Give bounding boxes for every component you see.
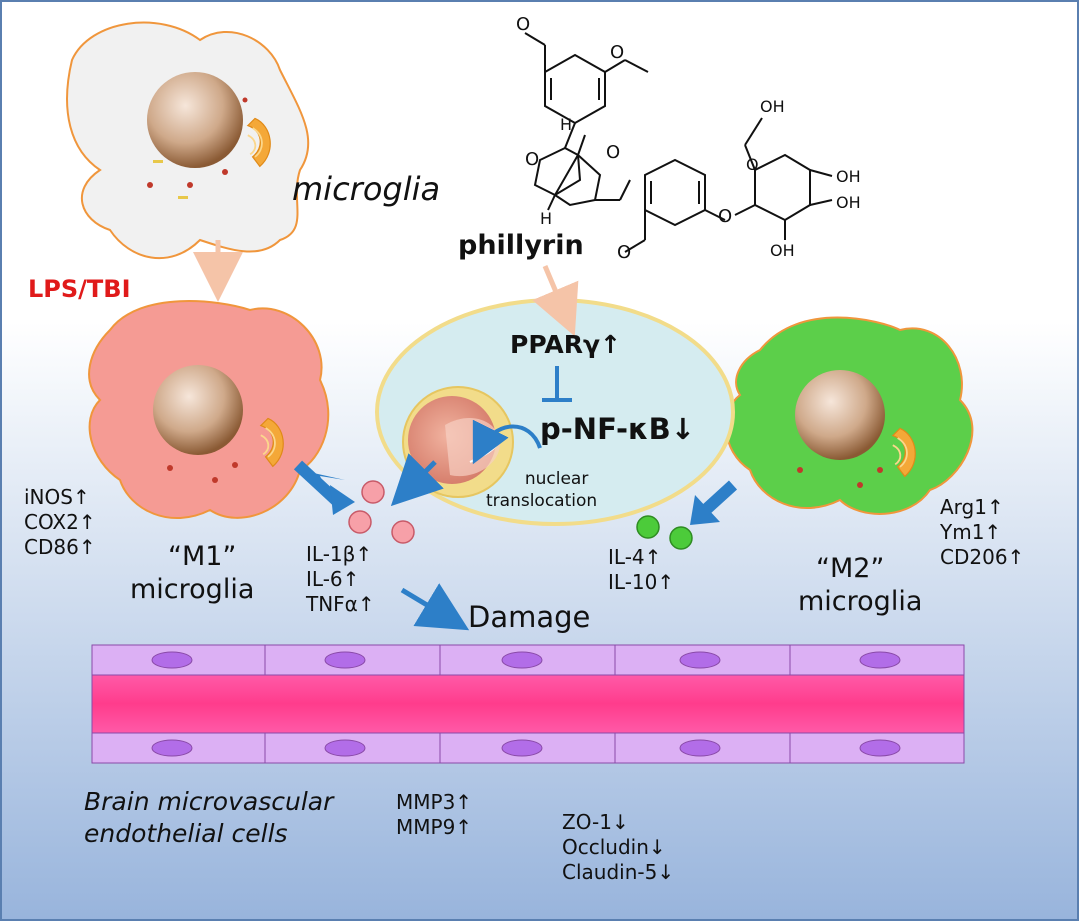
m2-title: “M2” microglia	[798, 552, 922, 618]
microglia-label: microglia	[292, 170, 441, 208]
m2-marker-list: Arg1↑ Ym1↑ CD206↑	[940, 495, 1024, 570]
nucleus-icon	[153, 365, 243, 455]
nucleus-icon	[147, 72, 243, 168]
phillyrin-label: phillyrin	[458, 230, 584, 261]
m1-cytokine: IL-1β↑	[306, 542, 373, 566]
svg-text:OH: OH	[760, 97, 785, 116]
svg-text:OH: OH	[836, 193, 861, 212]
endothelial-line-2: endothelial cells	[84, 819, 288, 848]
m1-cytokine: TNFα↑	[306, 592, 375, 616]
m2-marker: CD206↑	[940, 545, 1025, 569]
svg-text:O: O	[746, 155, 759, 174]
tight-junction-list: ZO-1↓ Occludin↓ Claudin-5↓	[562, 810, 674, 885]
svg-text:OH: OH	[770, 241, 795, 260]
svg-text:OH: OH	[836, 167, 861, 186]
m2-cytokine: IL-10↑	[608, 570, 675, 594]
endothelial-nuclei	[151, 651, 901, 757]
structure-letters: O O O O O O O H H OH OH OH OH OH	[516, 14, 861, 263]
blood-vessel	[91, 644, 965, 764]
p-nf-kb-label: p-NF-κB↓	[540, 412, 696, 446]
phillyrin-arrow	[532, 265, 579, 337]
m2-microglia-cell	[725, 316, 974, 515]
tight-junction-item: ZO-1↓	[562, 810, 629, 834]
m2-cytokine-list: IL-4↑ IL-10↑	[608, 545, 674, 595]
nucleus-icon	[795, 370, 885, 460]
m2-label: “M2”	[815, 553, 885, 584]
svg-text:O: O	[606, 142, 620, 163]
m1-cytokine-list: IL-1β↑ IL-6↑ TNFα↑	[306, 542, 375, 617]
phillyrin-structure	[524, 32, 833, 253]
m1-marker: COX2↑	[24, 510, 96, 534]
tight-junction-item: Occludin↓	[562, 835, 666, 859]
svg-text:H: H	[560, 115, 572, 134]
translocation-label: translocation	[486, 491, 598, 511]
m1-cytokine-dots	[348, 480, 415, 544]
resting-microglia-cell	[66, 21, 310, 259]
svg-text:O: O	[610, 42, 624, 63]
m2-microglia-label: microglia	[798, 586, 923, 617]
mmp-list: MMP3↑ MMP9↑	[396, 790, 472, 840]
tight-junction-item: Claudin-5↓	[562, 860, 675, 884]
endothelial-line-1: Brain microvascular	[84, 787, 334, 816]
m2-marker: Ym1↑	[940, 520, 1002, 544]
pparg-label: PPARγ↑	[510, 330, 621, 359]
svg-text:H: H	[540, 209, 552, 228]
m1-marker: CD86↑	[24, 535, 96, 559]
svg-text:O: O	[718, 206, 732, 227]
m1-label: “M1”	[167, 541, 237, 572]
nuclear-label: nuclear	[524, 469, 589, 489]
translocation-arrow	[472, 419, 542, 465]
m2-cytokine: IL-4↑	[608, 545, 662, 569]
m2-marker: Arg1↑	[940, 495, 1004, 519]
m1-cytokine: IL-6↑	[306, 567, 360, 591]
endothelial-label: Brain microvascular endothelial cells	[84, 786, 333, 850]
m1-marker: iNOS↑	[24, 485, 90, 509]
m2-cytokine-dots	[636, 515, 693, 550]
blue-arrows	[293, 453, 738, 631]
svg-text:O: O	[617, 242, 631, 263]
svg-text:O: O	[525, 149, 539, 170]
mmp-item: MMP3↑	[396, 790, 473, 814]
damage-arrow	[400, 583, 470, 631]
nuclear-translocation-label: nuclear translocation	[486, 468, 597, 512]
m1-microglia-label: microglia	[130, 574, 255, 605]
m1-marker-list: iNOS↑ COX2↑ CD86↑	[24, 485, 96, 560]
lps-tbi-label: LPS/TBI	[28, 275, 131, 303]
damage-label: Damage	[468, 600, 591, 634]
svg-text:O: O	[516, 14, 530, 35]
m1-title: “M1” microglia	[130, 540, 254, 606]
mmp-item: MMP9↑	[396, 815, 473, 839]
m1-microglia-cell	[88, 300, 330, 519]
